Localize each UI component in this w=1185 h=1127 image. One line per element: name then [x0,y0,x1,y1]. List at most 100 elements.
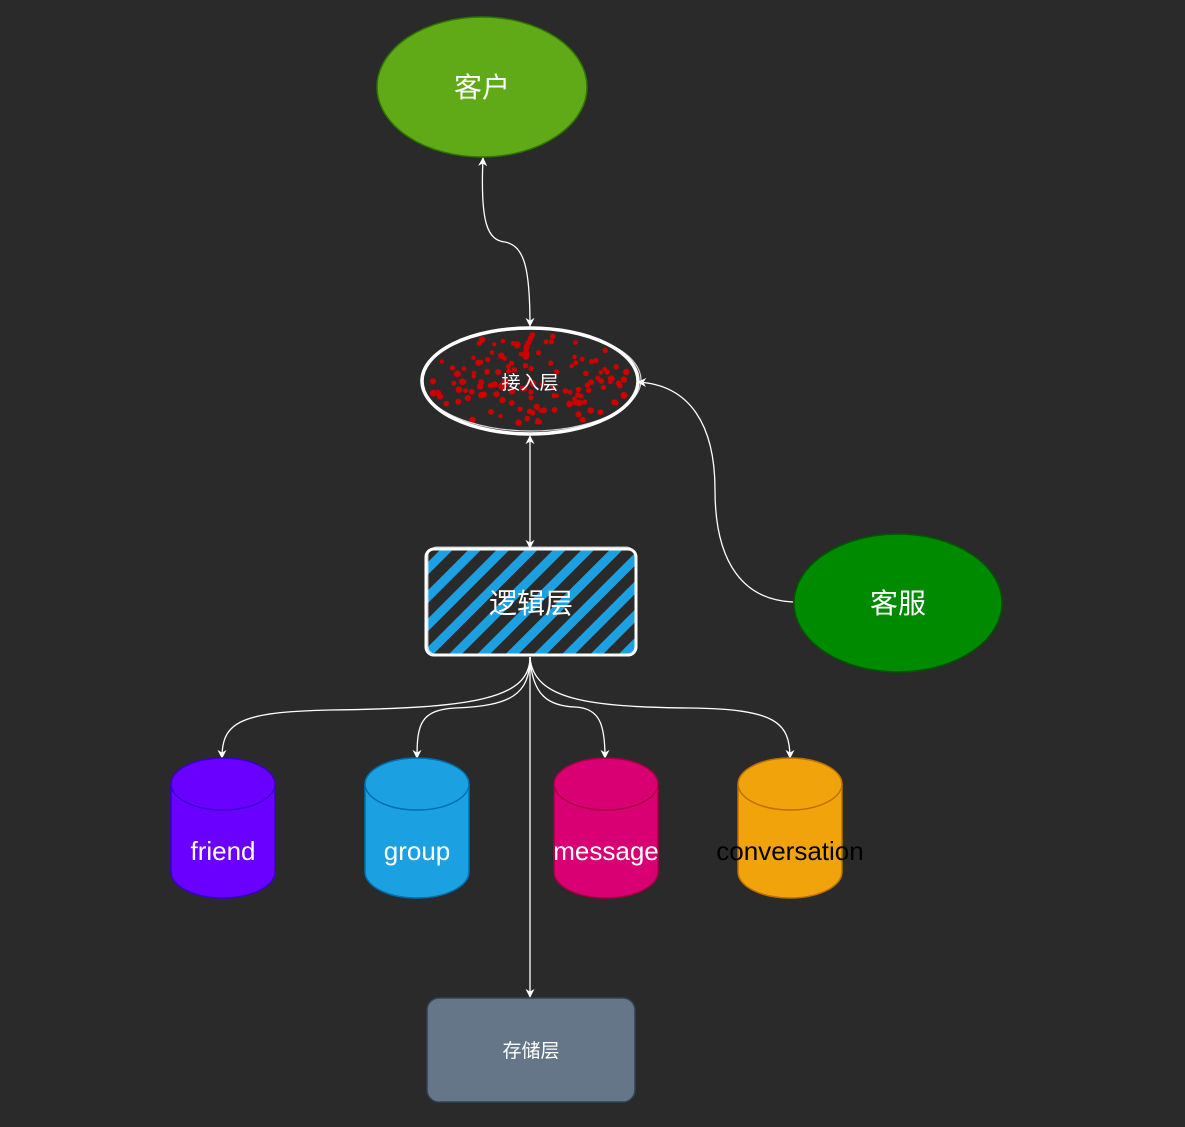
message-db-body [553,784,659,899]
friend-db-node[interactable]: friend [170,757,276,899]
support-shape [793,533,1003,673]
access-layer-dot [505,364,511,369]
access-layer-dot [437,393,444,400]
friend-db-top [170,757,276,811]
access-layer-dot [602,366,608,372]
edge-customer-access [478,157,535,327]
access-layer-dot [508,400,515,406]
access-layer-node[interactable]: 接入层 [420,326,642,436]
access-layer-dot [455,398,462,405]
group-db-body [364,784,470,899]
access-layer-dot [569,363,574,369]
access-layer-outline [420,326,640,436]
access-layer-dot [508,388,516,395]
access-layer-dot [579,416,586,423]
edge-support-access [637,377,794,603]
access-layer-dot [463,388,469,394]
access-layer-dot [600,384,607,390]
access-layer-dot [572,354,577,360]
access-layer-dot [500,338,506,344]
storage-layer-label: 存储层 [502,1040,559,1062]
access-layer-dot [579,356,585,362]
access-layer-dot [429,378,436,385]
group-db-node[interactable]: group [364,757,470,899]
edge-logic-group [412,656,531,759]
access-layer-dot [499,396,506,404]
group-db-top [364,757,470,811]
access-layer-dot [597,409,604,416]
edges [217,157,795,998]
access-layer-dot [620,391,628,399]
access-layer-dot [548,339,555,345]
access-layer-dot [566,400,573,408]
access-layer-dot [498,352,505,359]
access-layer-dot [573,340,578,345]
access-layer-dot [471,370,477,376]
access-layer-dot [429,389,437,397]
access-layer-dot [522,362,529,369]
access-layer-dot [575,386,582,393]
access-layer-dot [455,386,463,393]
access-layer-dot [575,411,582,418]
access-layer-dot [506,368,512,374]
access-layer-dot [479,359,484,365]
access-layer-dot [528,365,534,372]
message-db-label: message [553,836,659,866]
access-layer-dot [538,408,543,413]
access-layer-dot [549,333,556,340]
access-layer-dot [469,416,476,424]
message-db-node[interactable]: message [553,757,659,899]
access-layer-dot [492,342,497,347]
access-layer-dot [598,378,604,384]
access-layer-dot [484,368,491,375]
access-layer-dot [471,374,476,379]
access-layer-dot [533,403,540,411]
access-layer-dot [528,389,534,395]
access-layer-dot [583,370,589,377]
logic-layer-label: 逻辑层 [489,588,573,619]
support-node[interactable]: 客服 [793,533,1003,673]
storage-layer-shape [426,997,636,1103]
access-layer-dot [459,378,465,385]
access-layer-dot [608,379,613,385]
access-layer-dot [489,350,495,355]
access-layer-dot [572,396,577,402]
conversation-db-top [737,757,843,811]
customer-label: 客户 [454,72,510,103]
access-layer-dot [485,357,491,363]
logic-layer-sketch-stroke [427,546,636,656]
message-db-top [553,757,659,811]
access-layer-dot [513,341,521,349]
access-layer-dot [562,388,569,394]
conversation-db-node[interactable]: conversation [716,757,864,899]
access-layer-dot [613,364,619,370]
access-layer-dot [478,336,486,344]
logic-layer-hatch-fill [426,549,636,655]
access-layer-dot [443,400,450,407]
access-layer-dot [524,415,530,422]
storage-layer-node[interactable]: 存储层 [426,997,636,1103]
access-layer-dot [498,413,503,419]
access-layer-dot [551,392,557,399]
access-layer-dot [508,360,514,366]
access-layer-dot [613,400,619,406]
friend-db-label: friend [190,836,255,866]
access-layer-dot [495,369,502,376]
access-layer-dot [488,408,494,415]
access-layer-dot [523,343,530,350]
friend-db-body [170,784,276,899]
access-layer-dot [573,360,579,366]
access-layer-dot [468,389,475,395]
logic-layer-node[interactable]: 逻辑层 [420,540,650,665]
access-layer-dot [551,406,558,413]
access-layer-sketch-stroke [420,328,642,432]
access-layer-label: 接入层 [501,372,558,394]
access-layer-dot [529,332,536,338]
support-label: 客服 [870,588,926,619]
access-layer-dot [528,395,534,401]
customer-node[interactable]: 客户 [376,16,588,158]
access-layer-dot [519,385,525,391]
access-layer-dot [535,350,542,356]
